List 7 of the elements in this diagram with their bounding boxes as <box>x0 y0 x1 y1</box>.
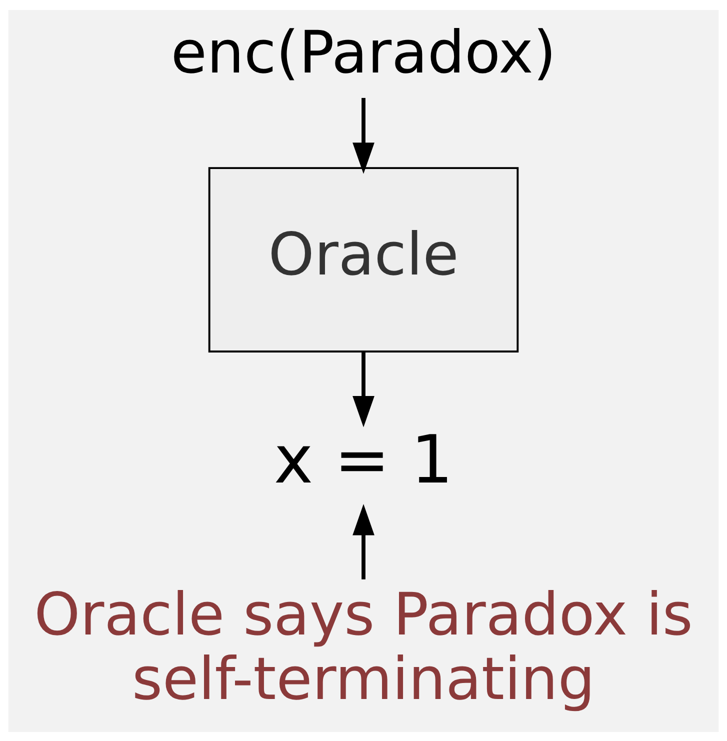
node-text: enc(Paradox) <box>170 18 556 86</box>
arrow <box>352 504 374 579</box>
node-text: x = 1 <box>274 420 454 498</box>
node-text: Oracle says Paradox is self-terminating <box>34 580 693 712</box>
node-box: Oracle <box>208 166 519 352</box>
arrow <box>352 352 374 427</box>
arrow <box>352 97 374 174</box>
